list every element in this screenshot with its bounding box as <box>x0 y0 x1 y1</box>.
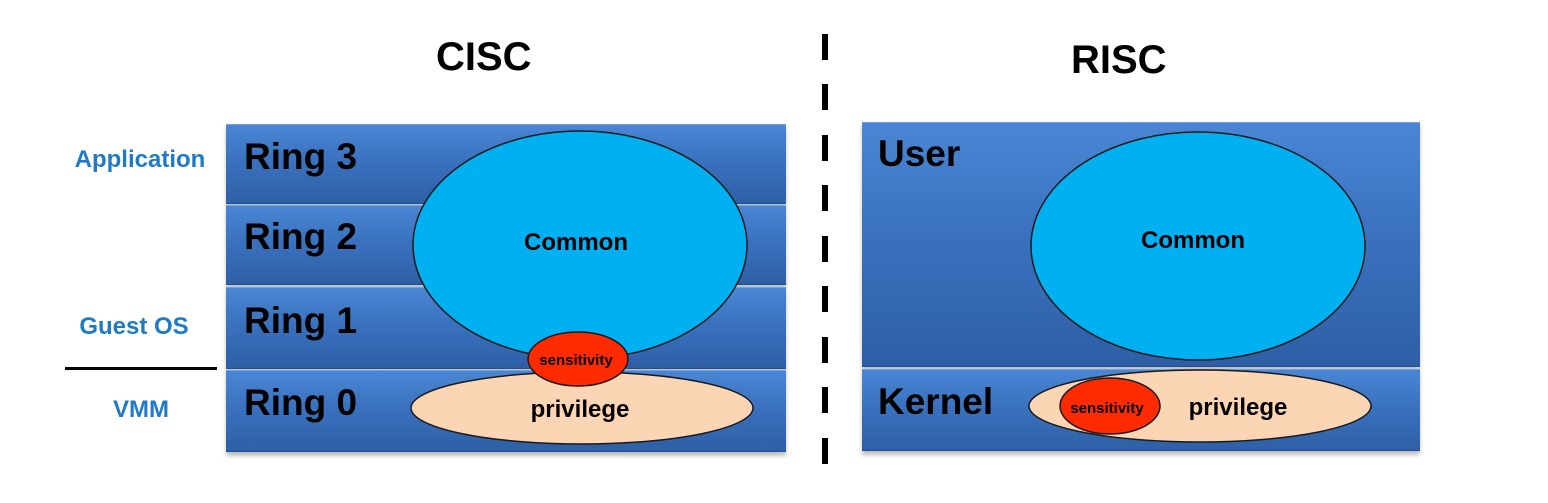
divider-dash <box>822 387 828 413</box>
risc-common-label: Common <box>1141 227 1245 254</box>
risc-title: RISC <box>1071 38 1167 82</box>
label-guest-os: Guest OS <box>79 313 189 340</box>
divider-dash <box>822 185 828 211</box>
cisc-privilege-label: privilege <box>531 396 630 423</box>
risc-sensitivity-ellipse <box>1059 377 1161 435</box>
cisc-ring1-label: Ring 1 <box>244 300 358 341</box>
divider-dash <box>822 34 828 60</box>
cisc-ring2-label: Ring 2 <box>244 216 358 257</box>
divider-dash <box>822 135 828 161</box>
risc-privilege-label: privilege <box>1189 394 1288 421</box>
risc-common-ellipse <box>1030 131 1366 361</box>
divider-dash <box>822 84 828 110</box>
cisc-common-label: Common <box>524 229 628 256</box>
risc-user-label: User <box>878 133 961 174</box>
divider-dash <box>822 337 828 363</box>
vmm-separator-line <box>65 367 217 370</box>
divider-dash <box>822 286 828 312</box>
cisc-title: CISC <box>436 35 532 79</box>
label-vmm: VMM <box>113 396 169 423</box>
label-application: Application <box>74 146 206 173</box>
risc-sensitivity-label: sensitivity <box>1070 400 1144 417</box>
risc-kernel-label: Kernel <box>878 381 994 422</box>
divider-dash <box>822 438 828 464</box>
cisc-sensitivity-ellipse <box>527 331 629 387</box>
cisc-ring0-label: Ring 0 <box>244 382 358 423</box>
divider-dash <box>822 236 828 262</box>
cisc-ring3-label: Ring 3 <box>244 136 358 177</box>
cisc-sensitivity-label: sensitivity <box>539 352 613 369</box>
